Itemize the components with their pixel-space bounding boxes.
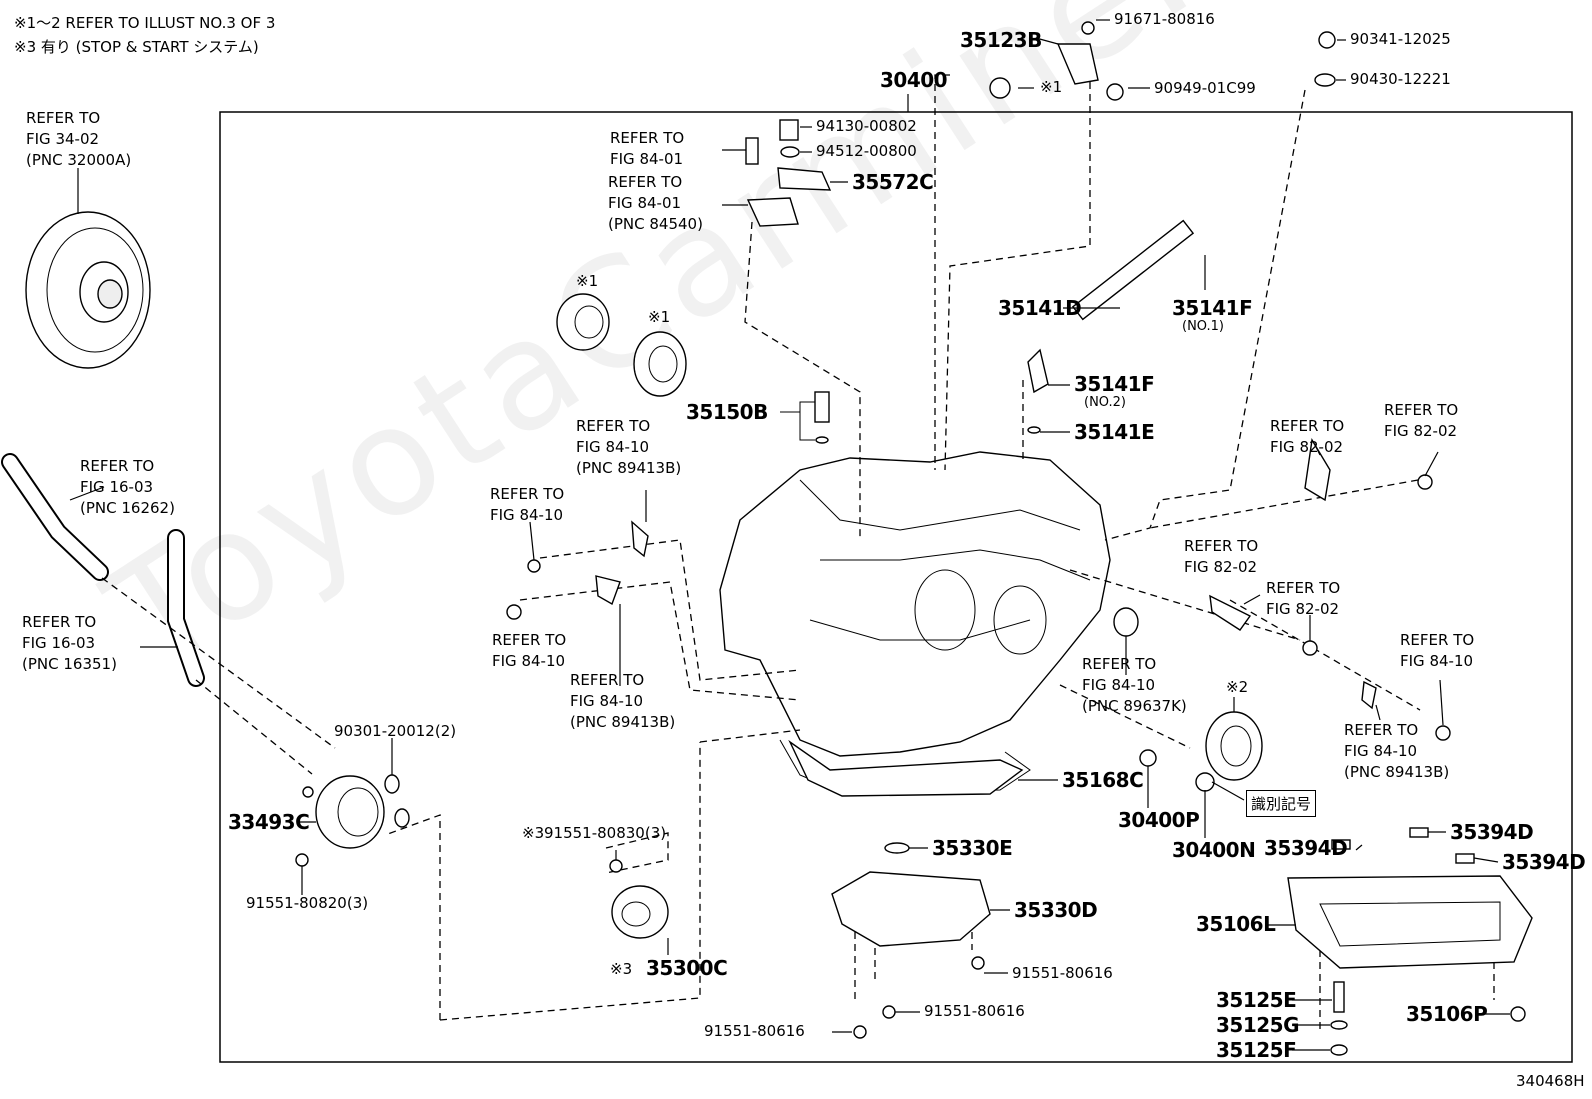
- part-91551-80616-c[interactable]: 91551-80616: [704, 1022, 805, 1040]
- part-90301-20012[interactable]: 90301-20012(2): [334, 722, 457, 740]
- part-94130-00802[interactable]: 94130-00802: [816, 117, 917, 135]
- header-note-2: ※3 有り (STOP & START システム): [14, 38, 259, 56]
- part-33493C[interactable]: 33493C: [228, 810, 310, 834]
- oil-hoses-drawing: [1, 453, 336, 775]
- diagram-id: 340468H: [1516, 1072, 1585, 1090]
- part-35123B[interactable]: 35123B: [960, 28, 1042, 52]
- part-35106L[interactable]: 35106L: [1196, 912, 1276, 936]
- part-90949-01C99[interactable]: 90949-01C99: [1154, 79, 1256, 97]
- assembly-frame: [219, 111, 1573, 1063]
- part-35106P[interactable]: 35106P: [1406, 1002, 1488, 1026]
- mark-note-1-c: ※1: [648, 308, 671, 326]
- transmission-case-drawing: [719, 451, 1111, 797]
- part-35394D-c[interactable]: 35394D: [1502, 850, 1586, 874]
- part-35394D-b[interactable]: 35394D: [1264, 836, 1348, 860]
- mark-note-1-a: ※1: [1040, 78, 1063, 96]
- part-91551-80820[interactable]: 91551-80820(3): [246, 894, 369, 912]
- part-35141F-no1-sub: (NO.1): [1182, 319, 1224, 334]
- mark-note-3-a: ※3: [522, 824, 545, 842]
- part-91551-80830[interactable]: 91551-80830(3): [544, 824, 667, 842]
- header-note-1: ※1～2 REFER TO ILLUST NO.3 OF 3: [14, 14, 276, 32]
- part-35125F[interactable]: 35125F: [1216, 1038, 1297, 1062]
- part-35150B[interactable]: 35150B: [686, 400, 768, 424]
- part-35125G[interactable]: 35125G: [1216, 1013, 1300, 1037]
- small-parts-drawing: [295, 21, 1533, 1056]
- part-35141F-no1[interactable]: 35141F: [1172, 296, 1253, 320]
- mark-note-1-b: ※1: [576, 272, 599, 290]
- part-90430-12221[interactable]: 90430-12221: [1350, 70, 1451, 88]
- part-90341-12025[interactable]: 90341-12025: [1350, 30, 1451, 48]
- part-30400N[interactable]: 30400N: [1172, 838, 1256, 862]
- part-35141D[interactable]: 35141D: [998, 296, 1082, 320]
- part-91671-80816[interactable]: 91671-80816: [1114, 10, 1215, 28]
- part-35572C[interactable]: 35572C: [852, 170, 934, 194]
- part-35330D[interactable]: 35330D: [1014, 898, 1098, 922]
- part-35330E[interactable]: 35330E: [932, 836, 1013, 860]
- part-35300C[interactable]: 35300C: [646, 956, 728, 980]
- part-91551-80616-a[interactable]: 91551-80616: [1012, 964, 1113, 982]
- part-35141E[interactable]: 35141E: [1074, 420, 1155, 444]
- mark-note-2: ※2: [1226, 678, 1249, 696]
- leader-lines: [298, 19, 1510, 1051]
- mark-note-3-b: ※3: [610, 960, 633, 978]
- part-30400[interactable]: 30400: [880, 68, 948, 92]
- dashed-guide-lines: [384, 70, 1495, 1030]
- part-35141F-no2-sub: (NO.2): [1084, 395, 1126, 410]
- part-35394D-a[interactable]: 35394D: [1450, 820, 1534, 844]
- part-94512-00800[interactable]: 94512-00800: [816, 142, 917, 160]
- part-35125E[interactable]: 35125E: [1216, 988, 1297, 1012]
- part-35141F-no2[interactable]: 35141F: [1074, 372, 1155, 396]
- torque-converter-drawing: [25, 168, 151, 369]
- part-30400P[interactable]: 30400P: [1118, 808, 1200, 832]
- identification-mark-badge: 識別記号: [1246, 790, 1317, 817]
- part-35168C[interactable]: 35168C: [1062, 768, 1144, 792]
- part-91551-80616-b[interactable]: 91551-80616: [924, 1002, 1025, 1020]
